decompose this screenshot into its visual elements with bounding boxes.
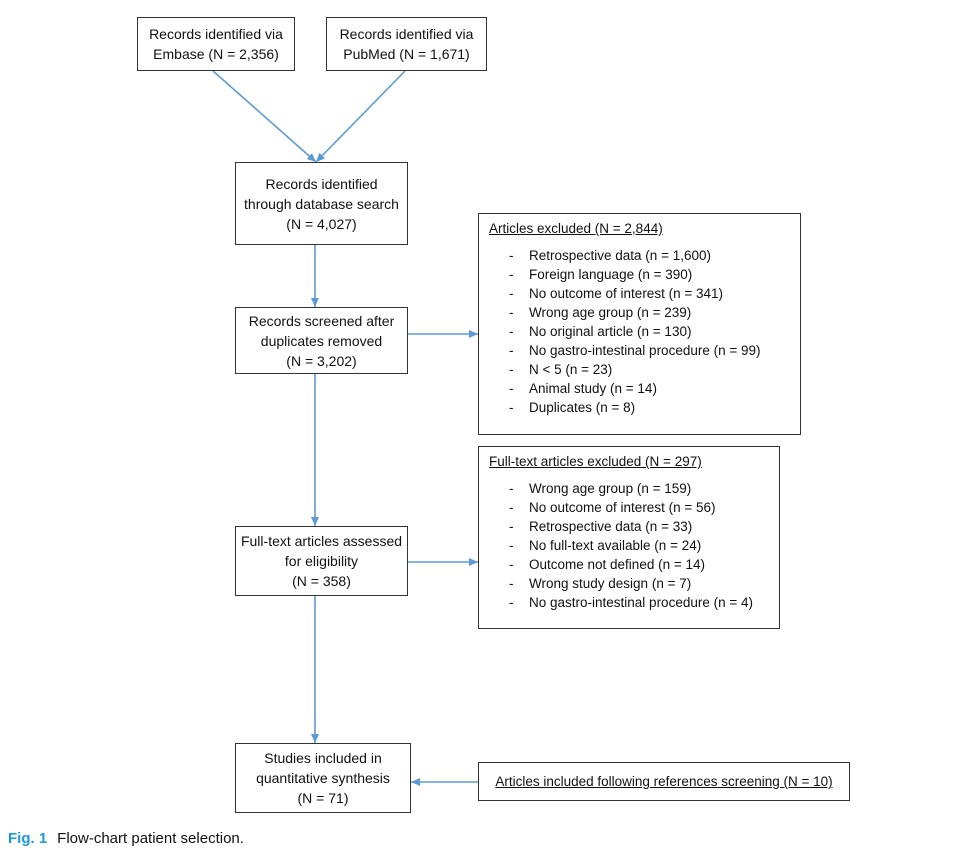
- identified-line-1: Records identified: [265, 175, 378, 192]
- list-item-text: N < 5 (n = 23): [529, 362, 613, 377]
- articles-excluded-list: -Retrospective data (n = 1,600) -Foreign…: [489, 246, 790, 417]
- pubmed-line-1: Records identified via: [339, 26, 474, 42]
- bullet-dash: -: [509, 305, 514, 320]
- references-screening-title: Articles included following references s…: [495, 774, 833, 789]
- bullet-dash: -: [509, 595, 514, 610]
- screened-line-3: (N = 3,202): [286, 352, 357, 369]
- fulltext-line-1: Full-text articles assessed: [240, 533, 403, 549]
- references-screening-box: Articles included following references s…: [478, 762, 850, 801]
- list-item-text: Animal study (n = 14): [529, 381, 657, 396]
- bullet-dash: -: [509, 248, 514, 263]
- bullet-dash: -: [509, 324, 514, 339]
- included-line-2: quantitative synthesis: [256, 770, 390, 786]
- figure-caption: Fig. 1 Flow-chart patient selection.: [8, 830, 244, 847]
- list-item-text: No outcome of interest (n = 56): [529, 500, 716, 515]
- fulltext-line-2: for eligibility: [284, 553, 359, 569]
- fulltext-excluded-title: Full-text articles excluded (N = 297): [489, 454, 702, 469]
- list-item: -Wrong age group (n = 159): [489, 479, 769, 498]
- list-item-text: Retrospective data (n = 33): [529, 519, 693, 534]
- bullet-dash: -: [509, 481, 514, 496]
- list-item: -No original article (n = 130): [489, 322, 790, 341]
- list-item-text: Retrospective data (n = 1,600): [529, 248, 711, 263]
- identified-records-box: Records identified through database sear…: [235, 162, 408, 245]
- list-item-text: Outcome not defined (n = 14): [529, 557, 705, 572]
- bullet-dash: -: [509, 519, 514, 534]
- list-item-text: Wrong age group (n = 239): [529, 305, 692, 320]
- list-item-text: No gastro-intestinal procedure (n = 4): [529, 595, 753, 610]
- list-item: -Duplicates (n = 8): [489, 398, 790, 417]
- list-item-text: Duplicates (n = 8): [529, 400, 636, 415]
- pubmed-line-2: PubMed (N = 1,671): [343, 46, 470, 62]
- bullet-dash: -: [509, 381, 514, 396]
- list-item: -Animal study (n = 14): [489, 379, 790, 398]
- articles-excluded-box: Articles excluded (N = 2,844) -Retrospec…: [478, 213, 801, 435]
- bullet-dash: -: [509, 500, 514, 515]
- arrow-pubmed-to-identified: [315, 70, 406, 163]
- embase-records-box: Records identified via Embase (N = 2,356…: [137, 17, 295, 71]
- list-item-text: No gastro-intestinal procedure (n = 99): [529, 343, 761, 358]
- bullet-dash: -: [509, 362, 514, 377]
- list-item: -No outcome of interest (n = 56): [489, 498, 769, 517]
- studies-included-box: Studies included in quantitative synthes…: [235, 743, 411, 813]
- figure-label: Fig. 1: [8, 830, 48, 847]
- bullet-dash: -: [509, 400, 514, 415]
- list-item: -No full-text available (n = 24): [489, 536, 769, 555]
- fulltext-line-3: (N = 358): [292, 573, 351, 589]
- list-item: -Retrospective data (n = 1,600): [489, 246, 790, 265]
- list-item: -Retrospective data (n = 33): [489, 517, 769, 536]
- fulltext-assessed-box: Full-text articles assessed for eligibil…: [235, 526, 408, 596]
- bullet-dash: -: [509, 286, 514, 301]
- screened-line-2: duplicates removed: [260, 332, 383, 349]
- figure-caption-text: Flow-chart patient selection.: [57, 830, 244, 847]
- list-item: -No outcome of interest (n = 341): [489, 284, 790, 303]
- embase-line-1: Records identified via: [149, 26, 283, 42]
- screened-records-box: Records screened after duplicates remove…: [235, 307, 408, 374]
- bullet-dash: -: [509, 267, 514, 282]
- fulltext-excluded-box: Full-text articles excluded (N = 297) -W…: [478, 446, 780, 629]
- list-item: -No gastro-intestinal procedure (n = 4): [489, 593, 769, 612]
- list-item: -Foreign language (n = 390): [489, 265, 790, 284]
- list-item-text: Wrong study design (n = 7): [529, 576, 692, 591]
- included-line-1: Studies included in: [264, 750, 382, 766]
- bullet-dash: -: [509, 538, 514, 553]
- articles-excluded-title: Articles excluded (N = 2,844): [489, 221, 663, 236]
- identified-line-3: (N = 4,027): [286, 215, 357, 232]
- list-item-text: No full-text available (n = 24): [529, 538, 702, 553]
- list-item: -Outcome not defined (n = 14): [489, 555, 769, 574]
- list-item: -N < 5 (n = 23): [489, 360, 790, 379]
- pubmed-records-box: Records identified via PubMed (N = 1,671…: [326, 17, 487, 71]
- list-item-text: No outcome of interest (n = 341): [529, 286, 723, 301]
- screened-line-1: Records screened after: [248, 312, 395, 329]
- list-item-text: Foreign language (n = 390): [529, 267, 693, 282]
- arrow-embase-to-identified: [212, 70, 317, 163]
- bullet-dash: -: [509, 557, 514, 572]
- list-item: -Wrong study design (n = 7): [489, 574, 769, 593]
- list-item-text: Wrong age group (n = 159): [529, 481, 692, 496]
- bullet-dash: -: [509, 343, 514, 358]
- bullet-dash: -: [509, 576, 514, 591]
- list-item: -Wrong age group (n = 239): [489, 303, 790, 322]
- list-item: -No gastro-intestinal procedure (n = 99): [489, 341, 790, 360]
- list-item-text: No original article (n = 130): [529, 324, 692, 339]
- identified-line-2: through database search: [244, 195, 399, 212]
- fulltext-excluded-list: -Wrong age group (n = 159) -No outcome o…: [489, 479, 769, 612]
- embase-line-2: Embase (N = 2,356): [153, 46, 279, 62]
- included-line-3: (N = 71): [297, 790, 349, 806]
